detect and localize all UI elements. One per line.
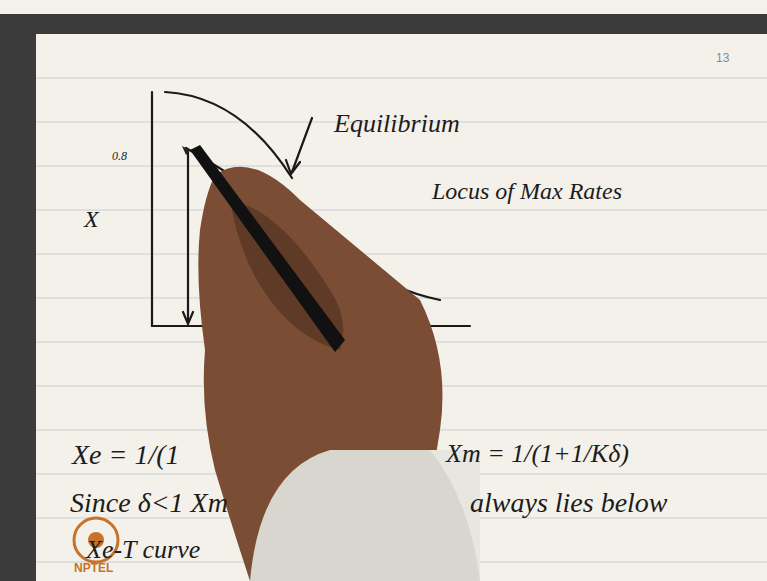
axis-label: X: [84, 206, 99, 232]
formula: Xm = 1/(1+1/Kδ): [446, 440, 629, 469]
formula: Xe = 1/(1: [72, 440, 180, 471]
note-text: always lies below: [470, 488, 668, 519]
note-text: Since δ<1 Xm: [70, 488, 228, 519]
paper: [36, 34, 767, 581]
curve-label: Locus of Max Rates: [432, 178, 622, 204]
logo-text: NPTEL: [74, 562, 113, 575]
curve-label: Equilibrium: [334, 110, 460, 139]
axis-tick-label: 0.8: [112, 150, 127, 163]
note-text: Xe-T curve: [86, 536, 200, 565]
page-edge: [0, 0, 767, 14]
page-number: 13: [716, 52, 729, 65]
